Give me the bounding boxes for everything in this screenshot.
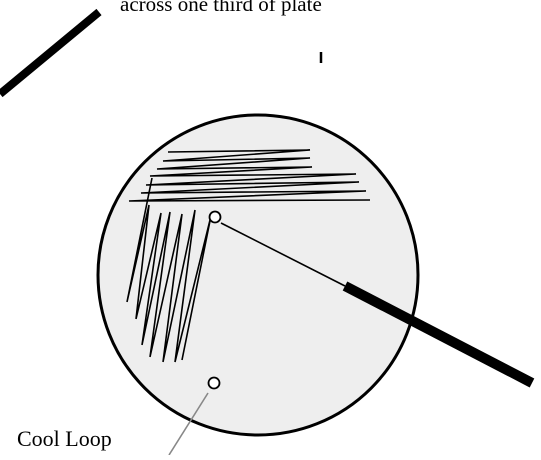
loop-wire <box>220 222 346 287</box>
handle-upper-left <box>0 8 102 98</box>
loop-handle <box>342 281 535 388</box>
streak-first-area <box>128 149 371 202</box>
cool-loop-pointer <box>168 392 209 456</box>
top-caption: across one third of plate <box>120 0 322 16</box>
loop-ring-icon <box>208 210 222 224</box>
cool-loop-ring-icon <box>207 376 221 390</box>
petri-dish <box>96 113 420 437</box>
cool-loop-label: Cool Loop <box>17 426 112 451</box>
streak-second-area <box>126 177 212 363</box>
